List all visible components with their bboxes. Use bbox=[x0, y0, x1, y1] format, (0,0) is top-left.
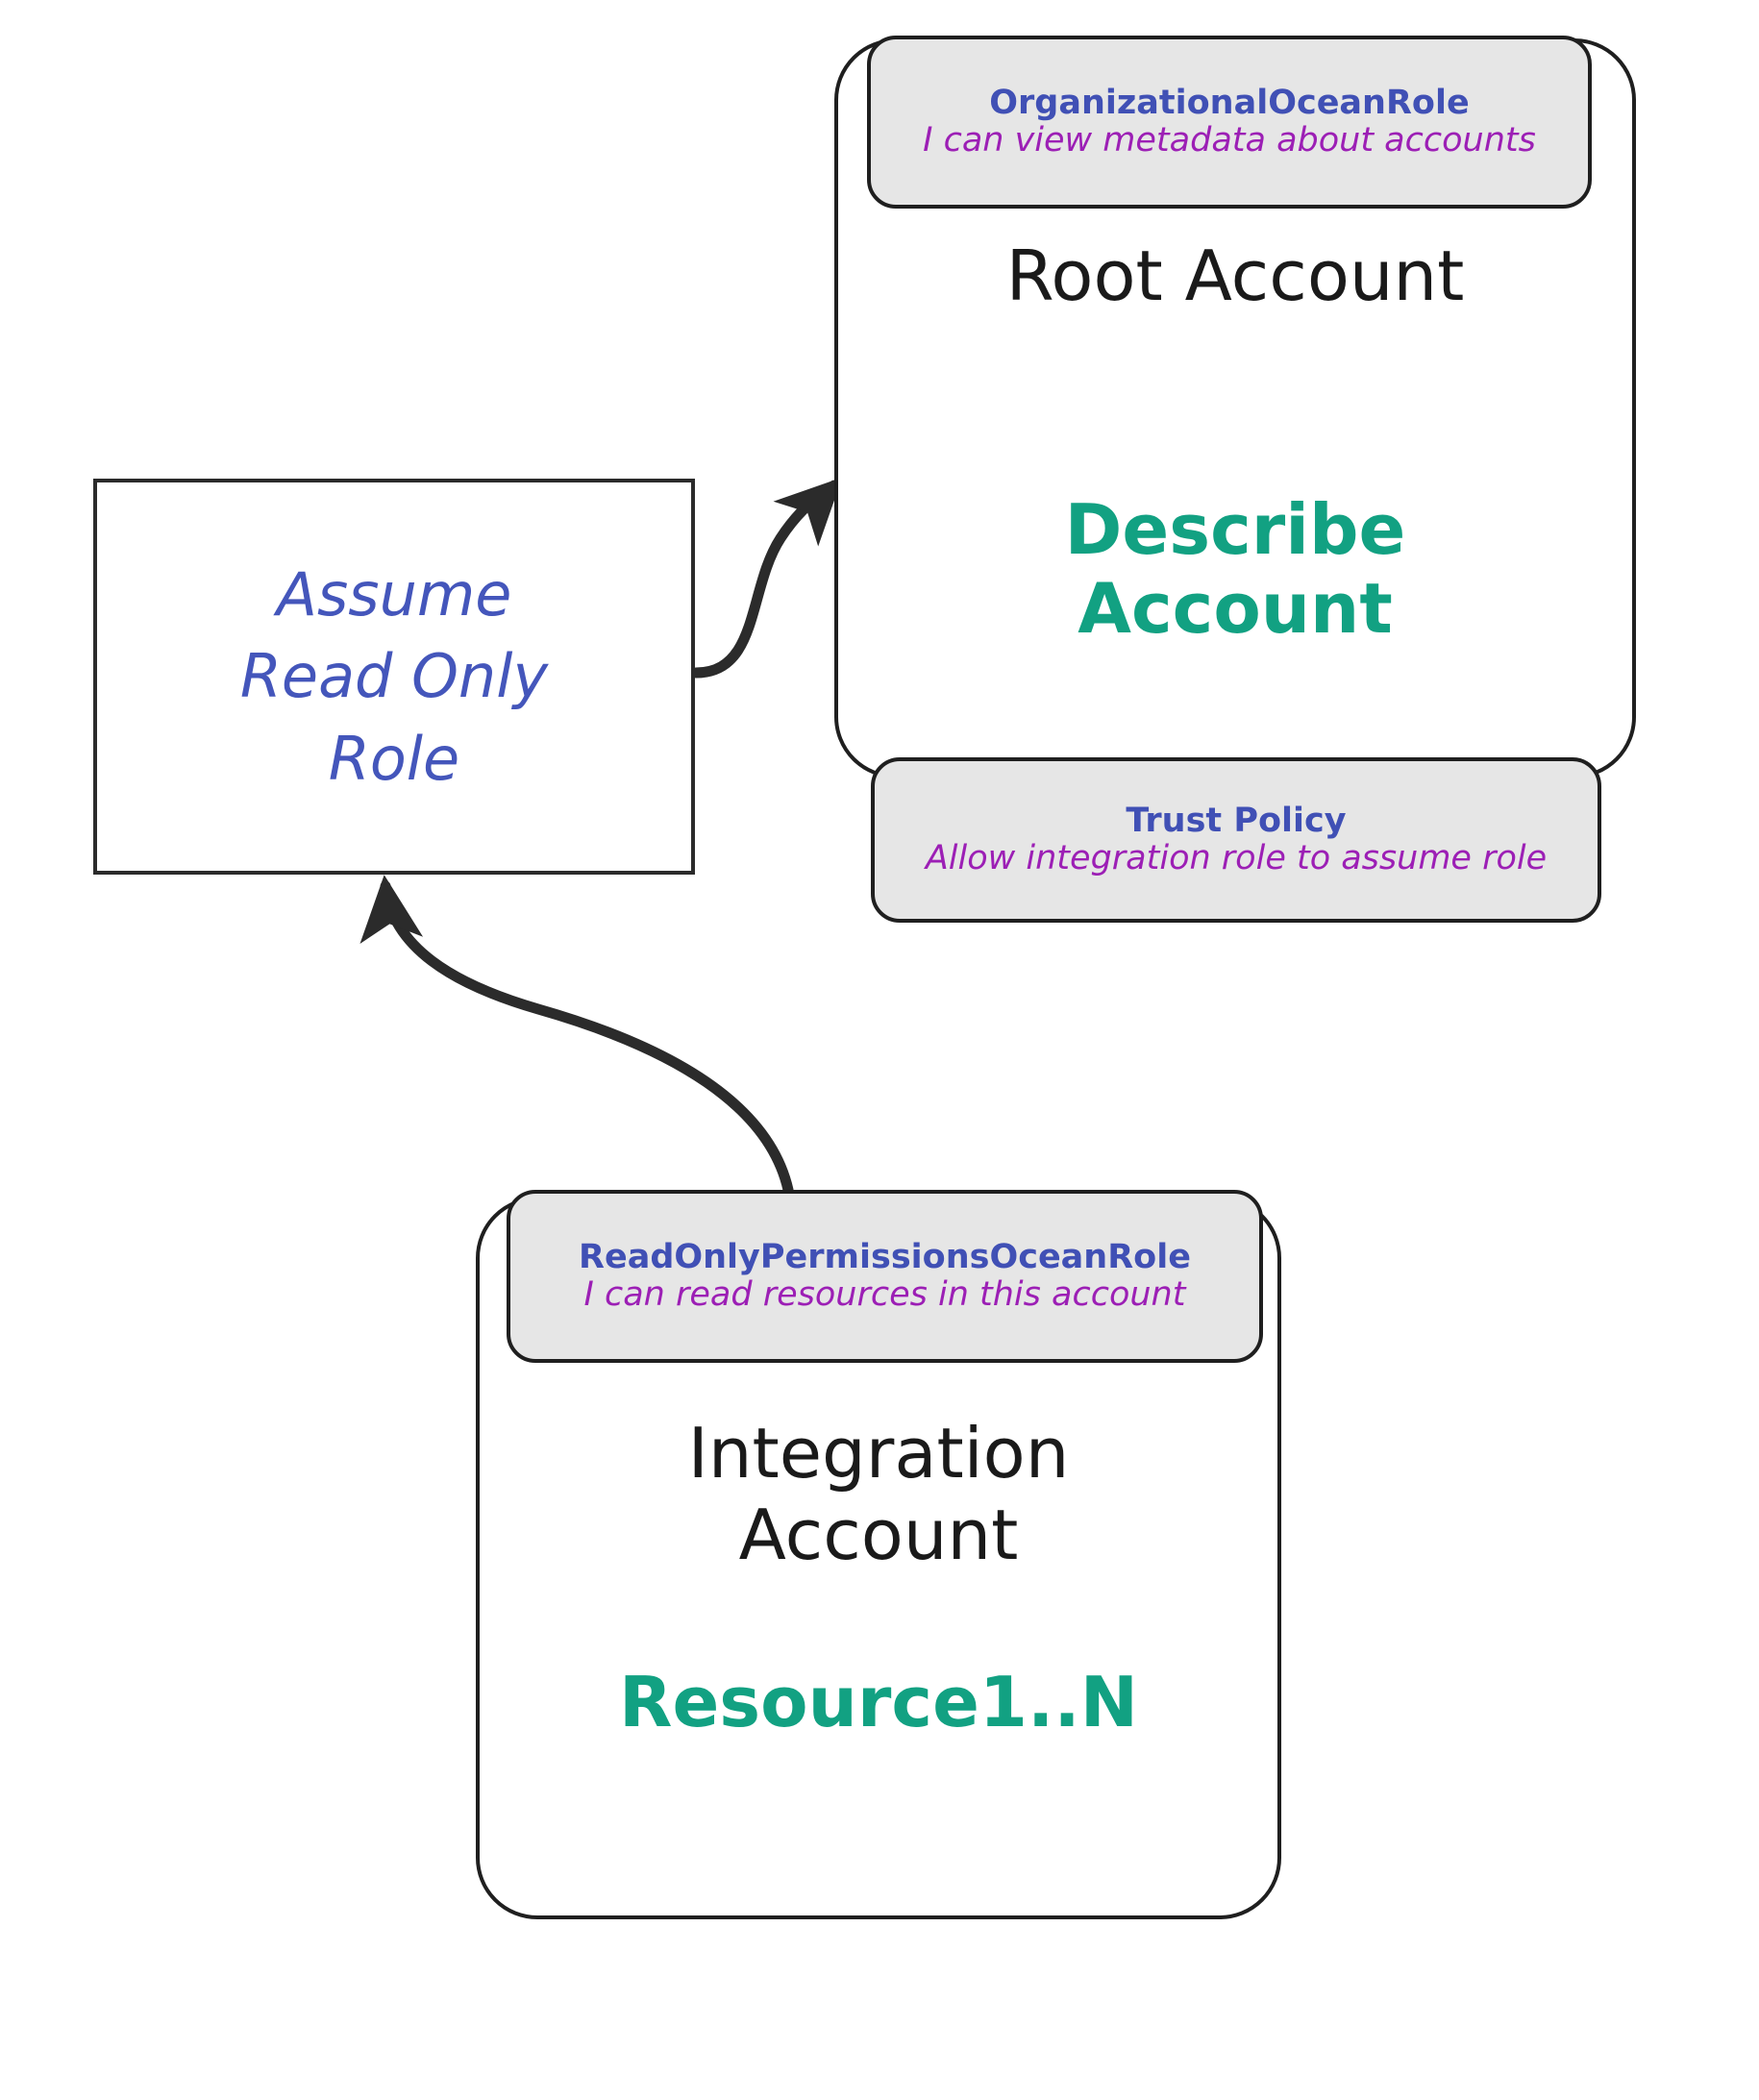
integration-account-resource-label: Resource1..N bbox=[619, 1662, 1138, 1742]
trust-policy-title: Trust Policy bbox=[1126, 801, 1347, 840]
note-readonly-permissions-ocean-role[interactable]: ReadOnlyPermissionsOceanRole I can read … bbox=[507, 1190, 1263, 1363]
trust-policy-description: Allow integration role to assume role bbox=[925, 839, 1548, 877]
root-account-action-describe-account: Describe Account bbox=[1064, 489, 1406, 650]
organizational-role-description: I can view metadata about accounts bbox=[923, 121, 1536, 160]
integration-account-title: Integration Account bbox=[687, 1413, 1070, 1575]
note-trust-policy[interactable]: Trust Policy Allow integration role to a… bbox=[871, 757, 1601, 923]
assume-read-only-role-label: Assume Read Only Role bbox=[239, 558, 549, 794]
edge-readonly-to-assume bbox=[359, 875, 794, 1196]
note-organizational-ocean-role[interactable]: OrganizationalOceanRole I can view metad… bbox=[867, 36, 1592, 209]
readonly-permissions-role-title: ReadOnlyPermissionsOceanRole bbox=[579, 1237, 1191, 1276]
root-account-title: Root Account bbox=[1005, 235, 1465, 316]
organizational-role-title: OrganizationalOceanRole bbox=[989, 83, 1470, 122]
readonly-permissions-role-description: I can read resources in this account bbox=[583, 1275, 1186, 1314]
edge-assume-to-root bbox=[690, 477, 843, 679]
assume-read-only-role-box[interactable]: Assume Read Only Role bbox=[93, 479, 695, 875]
